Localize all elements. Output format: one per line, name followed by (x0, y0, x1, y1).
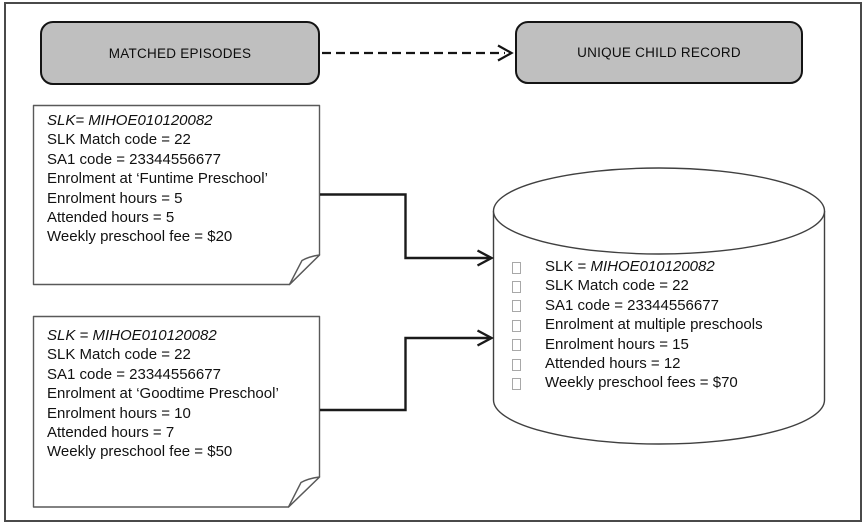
unique-child-record-box: UNIQUE CHILD RECORD (515, 21, 803, 84)
list-item: SA1 code = 23344556677 (512, 296, 817, 315)
record-line: Attended hours = 12 (545, 355, 681, 373)
note1-line: Weekly preschool fee = $20 (47, 228, 233, 246)
matched-episodes-box: MATCHED EPISODES (40, 21, 320, 85)
note1-line: SA1 code = 23344556677 (47, 150, 221, 168)
square-bullet-icon (512, 319, 521, 332)
note1-line: Attended hours = 5 (47, 209, 175, 227)
note1-line: Enrolment hours = 5 (47, 189, 183, 207)
unique-child-record-label: UNIQUE CHILD RECORD (577, 45, 741, 60)
note2-line: Enrolment at ‘Goodtime Preschool’ (47, 385, 279, 403)
note2-line: Enrolment hours = 10 (47, 404, 191, 422)
list-item: SLK = MIHOE010120082 (512, 257, 817, 276)
list-item: Weekly preschool fees = $70 (512, 373, 817, 392)
record-slk-value: MIHOE010120082 (590, 258, 715, 275)
square-bullet-icon (512, 280, 521, 293)
note2-line: SLK Match code = 22 (47, 346, 191, 364)
list-item: SLK Match code = 22 (512, 276, 817, 295)
note2-slk-line: SLK = MIHOE010120082 (47, 327, 217, 344)
list-item: Enrolment at multiple preschools (512, 315, 817, 334)
square-bullet-icon (512, 300, 521, 313)
connector-arrow-1 (320, 193, 495, 267)
episode-note-1-shape (32, 104, 321, 286)
record-slk-line: SLK = MIHOE010120082 (545, 257, 715, 276)
dashed-arrow (322, 44, 514, 62)
record-line: Enrolment at multiple preschools (545, 316, 763, 334)
record-line: SLK Match code = 22 (545, 277, 689, 295)
note1-slk-line: SLK= MIHOE010120082 (47, 112, 213, 129)
arrowhead-icon (476, 249, 495, 267)
list-item: Attended hours = 12 (512, 354, 817, 373)
cylinder-top-icon (492, 167, 826, 255)
episode-note-2: SLK = MIHOE010120082 SLK Match code = 22… (47, 326, 315, 462)
arrowhead-icon (476, 329, 495, 347)
folded-corner-icon (288, 254, 321, 286)
matched-episodes-label: MATCHED EPISODES (108, 45, 252, 61)
note2-line: SA1 code = 23344556677 (47, 365, 221, 383)
dashed-arrowhead-icon (497, 44, 514, 62)
square-bullet-icon (512, 261, 521, 274)
record-line: SA1 code = 23344556677 (545, 296, 719, 314)
note1-line: SLK Match code = 22 (47, 131, 191, 149)
record-line: Enrolment hours = 15 (545, 335, 689, 353)
connector-arrow-2 (320, 329, 495, 412)
record-line: Weekly preschool fees = $70 (545, 374, 738, 392)
page-border (4, 2, 862, 522)
note1-line: Enrolment at ‘Funtime Preschool’ (47, 170, 268, 188)
square-bullet-icon (512, 377, 521, 390)
record-slk-prefix: SLK = (545, 258, 591, 275)
child-record-list: SLK = MIHOE010120082 SLK Match code = 22… (512, 257, 817, 393)
list-item: Enrolment hours = 15 (512, 335, 817, 354)
child-record-cylinder-shape (492, 167, 826, 445)
note2-line: Attended hours = 7 (47, 424, 175, 442)
episode-note-1: SLK= MIHOE010120082 SLK Match code = 22 … (47, 111, 315, 247)
square-bullet-icon (512, 358, 521, 371)
folded-corner-icon (287, 476, 321, 508)
note2-line: Weekly preschool fee = $50 (47, 443, 233, 461)
square-bullet-icon (512, 339, 521, 352)
episode-note-2-shape (32, 315, 321, 508)
